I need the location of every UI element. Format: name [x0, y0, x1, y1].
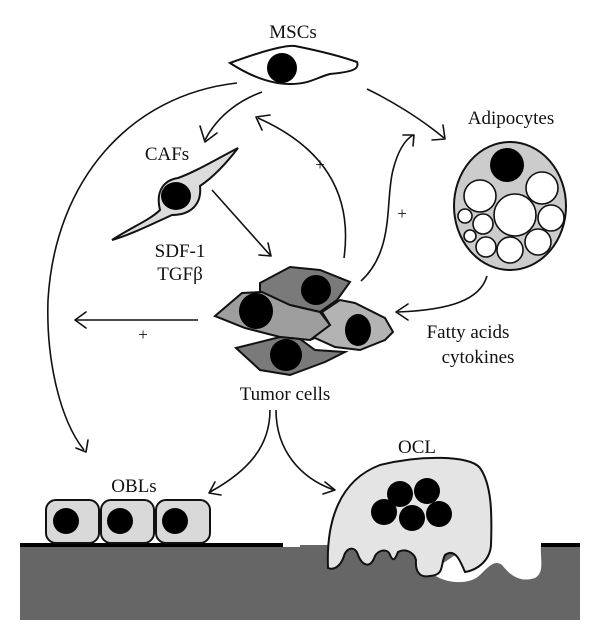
label-adipocytes: Adipocytes: [468, 108, 555, 129]
arrow-caf-to-tumor: [211, 189, 271, 256]
plus-sign: +: [397, 204, 407, 223]
tumor-nucleus: [345, 314, 371, 346]
obl-nucleus: [162, 508, 188, 534]
ocl-nucleus: [399, 505, 425, 531]
bone: [20, 543, 580, 620]
osteoclast: OCL: [326, 437, 493, 578]
arrows: + + Fatty acids cytokines +: [47, 82, 515, 496]
arrow-tumor-to-msc: [257, 117, 347, 259]
plus-sign: +: [138, 325, 148, 344]
fat-droplet: [457, 208, 473, 224]
tumor-cells: Tumor cells: [213, 265, 395, 405]
arrowhead: [395, 303, 409, 321]
arrowhead: [255, 114, 271, 131]
fat-droplet: [463, 179, 497, 213]
osteoblasts: OBLs: [45, 476, 211, 544]
arrowhead: [322, 481, 336, 495]
fat-droplet: [475, 236, 497, 258]
bone-matrix: [20, 546, 330, 620]
label-cytokines: cytokines: [442, 347, 515, 368]
arrowhead: [199, 125, 218, 143]
label-tgfb: TGFβ: [157, 264, 203, 285]
arrow-msc-to-adipocytes: [366, 88, 445, 139]
adipocyte-cell: Adipocytes: [453, 108, 567, 271]
tumor-nucleus: [270, 339, 302, 371]
arrow-tumor-to-ocl: [275, 409, 335, 491]
plus-sign: +: [315, 155, 325, 174]
arrow-msc-to-caf: [204, 91, 263, 141]
label-sdf1: SDF-1: [155, 241, 206, 262]
ocl-nucleus: [387, 481, 413, 507]
arrow-tumor-to-obls: [209, 409, 271, 493]
arrowhead: [402, 134, 415, 147]
ocl-nucleus: [414, 478, 440, 504]
arrowhead: [74, 311, 87, 329]
arrow-adipocytes-to-tumor: [397, 275, 488, 313]
label-ocl: OCL: [398, 437, 436, 458]
fat-droplet: [493, 193, 537, 237]
fat-droplet: [496, 236, 524, 264]
label-cafs: CAFs: [145, 144, 189, 165]
label-obls: OBLs: [111, 476, 156, 497]
ocl-nucleus: [371, 499, 397, 525]
obl-nucleus: [53, 508, 79, 534]
label-mscs: MSCs: [269, 22, 317, 43]
msc-cell: MSCs: [227, 22, 359, 86]
label-fatty-acids: Fatty acids: [427, 322, 510, 343]
tumor-nucleus: [301, 275, 331, 305]
caf-nucleus: [161, 182, 191, 210]
fat-droplet: [525, 171, 559, 205]
fat-droplet: [463, 229, 477, 243]
arrow-msc-to-obls: [47, 82, 238, 451]
fat-droplet: [472, 213, 494, 235]
arrowhead: [431, 124, 446, 141]
arrowhead: [208, 481, 222, 496]
arrowhead: [75, 439, 89, 453]
fat-droplet: [537, 204, 565, 232]
obl-nucleus: [107, 508, 133, 534]
arrowhead: [258, 242, 272, 257]
msc-nucleus: [267, 53, 297, 83]
ocl-nucleus: [426, 501, 452, 527]
adipocyte-nucleus: [490, 148, 524, 182]
fat-droplet: [524, 228, 552, 256]
caf-cell: CAFs SDF-1 TGFβ: [111, 144, 239, 285]
tumor-nucleus: [239, 293, 273, 329]
label-tumor-cells: Tumor cells: [240, 384, 331, 405]
arrow-tumor-to-adipocytes: [360, 134, 414, 282]
